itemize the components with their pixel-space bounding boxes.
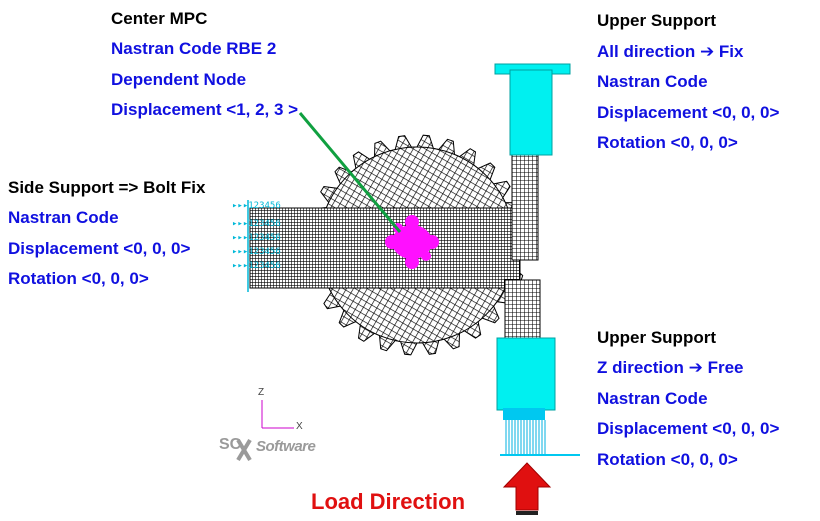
upper-support-top-line3: Displacement <0, 0, 0> (597, 103, 780, 122)
upper-support-bottom-line2: Nastran Code (597, 389, 708, 408)
logo-mark-text: SC (219, 436, 242, 453)
side-constraint-symbols: ▸▸▸123456 ▸▸▸123456 ▸▸▸123456 ▸▸▸123456 ▸▸▸1… (232, 200, 281, 292)
side-arm-mesh (249, 207, 521, 289)
center-mpc-line1: Nastran Code RBE 2 (111, 39, 277, 58)
axis-z-label: Z (258, 387, 265, 398)
upper-support-fixture (494, 63, 571, 156)
center-mpc-line3: Displacement <1, 2, 3 > (111, 100, 299, 119)
constraint-code-label: ▸▸▸123456 (232, 247, 281, 257)
center-mpc-line2: Dependent Node (111, 70, 247, 89)
upper-support-bottom-line3: Displacement <0, 0, 0> (597, 419, 780, 438)
mpc-leader-line (298, 112, 402, 233)
side-support-line3: Rotation <0, 0, 0> (8, 269, 149, 288)
center-mpc-title: Center MPC (111, 9, 208, 28)
coordinate-axes (261, 400, 294, 429)
side-support-line1: Nastran Code (8, 208, 119, 227)
upper-support-bottom-line4: Rotation <0, 0, 0> (597, 450, 738, 469)
logo-text: Software (256, 438, 316, 455)
softwave-logo-mark (236, 438, 252, 462)
upper-support-top-line1: All direction ➔ Fix (597, 42, 744, 61)
axis-x-label: X (296, 421, 303, 432)
constraint-code-label: ▸▸▸123456 (232, 261, 281, 271)
constraint-code-label: ▸▸▸123456 (232, 233, 281, 243)
upper-support-top-title: Upper Support (597, 11, 716, 30)
lower-support-fixture (496, 337, 580, 456)
load-direction-label: Load Direction (311, 489, 466, 514)
side-support-title: Side Support => Bolt Fix (8, 178, 206, 197)
side-support-line2: Displacement <0, 0, 0> (8, 239, 191, 258)
upper-shaft-mesh (511, 149, 539, 261)
constraint-code-label: ▸▸▸123456 (232, 219, 281, 229)
upper-support-top-line2: Nastran Code (597, 72, 708, 91)
center-mpc-node (385, 215, 439, 269)
lower-shaft-mesh (504, 279, 541, 341)
constraint-code-label: ▸▸▸123456 (232, 201, 281, 211)
upper-support-bottom-line1: Z direction ➔ Free (597, 358, 744, 377)
upper-support-top-line4: Rotation <0, 0, 0> (597, 133, 738, 152)
load-arrow (502, 462, 552, 515)
upper-support-bottom-title: Upper Support (597, 328, 716, 347)
